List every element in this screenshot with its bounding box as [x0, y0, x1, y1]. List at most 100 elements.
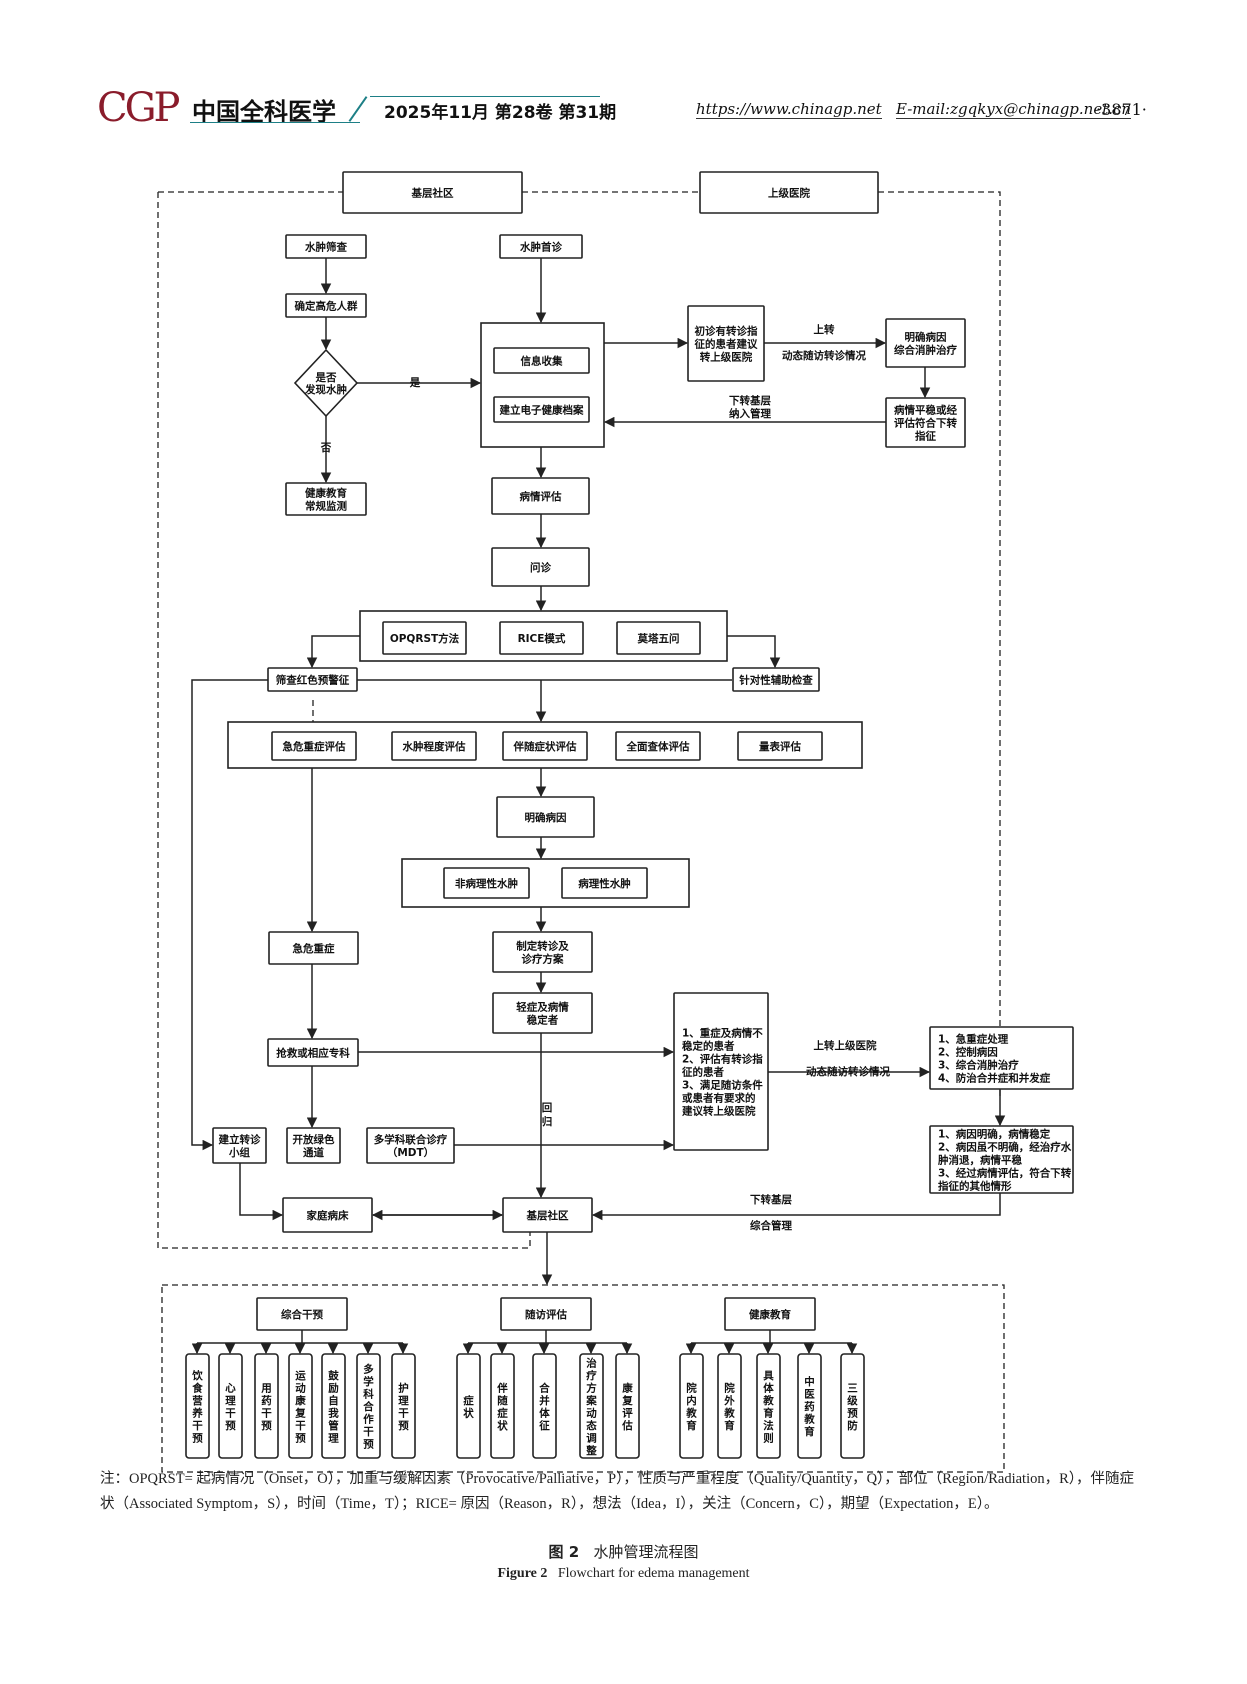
label-n_mingque2: 明确病因: [525, 811, 567, 824]
node-vertical-8: 伴随症状: [490, 1353, 515, 1459]
label-n_bingli: 病理性水肿: [578, 877, 631, 890]
node-n_qiangjiu: 抢救或相应专科: [267, 1038, 359, 1067]
dashed-hospital-region: [878, 191, 1001, 1098]
node-n_liangbiao: 量表评估: [737, 731, 823, 761]
node-n_mingque2: 明确病因: [496, 796, 595, 838]
figure-note: 注：OPQRST= 起病情况（Onset，O），加重与缓解因素（Provocat…: [100, 1471, 1135, 1512]
label-n_xinxi: 信息收集: [521, 355, 563, 368]
vertical-label-2: 用药干预: [260, 1382, 272, 1432]
node-n_xinxi: 信息收集: [493, 347, 590, 374]
node-vertical-3: 运动康复干预: [288, 1353, 313, 1459]
label-e_dongtai1: 动态随访转诊情况: [782, 349, 866, 362]
label-n_mota: 莫塔五问: [637, 632, 680, 645]
node-n_xiaozu: 建立转诊小组: [212, 1127, 267, 1164]
vertical-label-8: 伴随症状: [496, 1381, 508, 1432]
node-n_mota: 莫塔五问: [616, 621, 701, 655]
vertical-label-6: 护理干预: [398, 1381, 409, 1432]
edge-label-e_xiazhuan_jiceng: 下转基层: [729, 394, 771, 407]
vertical-label-7: 症状: [463, 1394, 474, 1420]
label-n_chengdu: 水肿程度评估: [402, 740, 466, 753]
node-vertical-13: 院外教育: [717, 1353, 742, 1459]
label-n_qiangjiu: 抢救或相应专科: [276, 1047, 350, 1060]
vertical-label-0: 饮食营养干预: [191, 1369, 203, 1445]
label-n_mdt: 多学科联合诊疗（MDT）: [374, 1133, 448, 1159]
label-e_shangzhuan: 上转: [814, 323, 835, 336]
label-n_quanmian: 全面查体评估: [626, 740, 690, 753]
node-n_suifang: 随访评估: [500, 1297, 592, 1331]
vertical-label-5: 多学科合作干预: [362, 1363, 374, 1451]
label-n_zhendui: 针对性辅助检查: [738, 674, 813, 687]
label-n_suifang: 随访评估: [525, 1308, 567, 1321]
vertical-label-1: 心理干预: [225, 1382, 236, 1432]
vertical-label-10: 治疗方案动态调整: [585, 1356, 597, 1457]
node-vertical-10: 治疗方案动态调整: [579, 1353, 604, 1459]
label-n_wenzhen: 问诊: [530, 561, 551, 574]
node-vertical-2: 用药干预: [254, 1353, 279, 1459]
node-vertical-6: 护理干预: [391, 1353, 416, 1459]
node-vertical-11: 康复评估: [615, 1353, 640, 1459]
label-n_jiwei: 急危重症评估: [283, 740, 346, 753]
edge-label-e_nayu: 纳入管理: [729, 407, 771, 420]
node-n_jiaoyu: 健康教育: [724, 1297, 816, 1331]
label-e_dongtai2: 动态随访转诊情况: [806, 1065, 890, 1078]
label-e_shangzhuan2: 上转上级医院: [814, 1039, 877, 1052]
node-n_jicheng: 基层社区: [342, 171, 523, 214]
edge-label-e_dongtai1: 动态随访转诊情况: [782, 349, 866, 362]
label-e_zonghe: 综合管理: [750, 1219, 792, 1232]
node-n_lvse: 开放绿色通道: [286, 1127, 341, 1164]
figure-number-cn: 图 2: [548, 1543, 580, 1561]
node-vertical-9: 合并体征: [532, 1353, 557, 1459]
node-n_jiwei2: 急危重症: [268, 931, 359, 965]
node-n_pingwen: 病情平稳或经评估符合下转指征: [885, 397, 966, 448]
label-n_qingzheng: 轻症及病情稳定者: [516, 1001, 569, 1027]
label-n_feibing: 非病理性水肿: [455, 877, 518, 890]
node-n_chuzhen: 初诊有转诊指征的患者建议转上级医院: [687, 305, 765, 382]
email-link[interactable]: E-mail:zgqkyx@chinagp.net.cn: [896, 100, 1132, 119]
vertical-label-16: 三级预防: [847, 1382, 858, 1432]
label-n_shouzhen: 水肿首诊: [519, 241, 562, 254]
node-n_zonghe: 综合干预: [256, 1297, 348, 1331]
figure-number-en: Figure 2: [497, 1566, 548, 1581]
figure-title-en: Flowchart for edema management: [557, 1566, 750, 1581]
vertical-label-9: 合并体征: [538, 1381, 550, 1432]
page-number: ·3871·: [1096, 100, 1147, 119]
node-vertical-7: 症状: [456, 1353, 481, 1459]
node-n_bansui: 伴随症状评估: [502, 731, 588, 761]
label-n_hongse: 筛查红色预警征: [276, 674, 350, 687]
node-vertical-16: 三级预防: [840, 1353, 865, 1459]
label-n_opqrst: OPQRST方法: [390, 632, 460, 645]
node-n_chengdu: 水肿程度评估: [391, 731, 477, 761]
node-n_bingli: 病理性水肿: [561, 867, 648, 899]
label-e_fou: 否: [320, 442, 332, 454]
node-n_qingzheng: 轻症及病情稳定者: [492, 992, 593, 1034]
figure-title-cn: 水肿管理流程图: [593, 1543, 699, 1561]
edge-redflag-team: [191, 679, 268, 1151]
label-n_mingque1: 明确病因综合消肿治疗: [894, 331, 957, 357]
vertical-label-12: 院内教育: [685, 1381, 697, 1432]
label-n_lvse: 开放绿色通道: [293, 1133, 335, 1159]
node-n_shouzhen: 水肿首诊: [499, 234, 583, 259]
label-n_chuzhen: 初诊有转诊指征的患者建议转上级医院: [695, 325, 758, 364]
journal-name: 中国全科医学: [192, 98, 336, 126]
node-n_hongse: 筛查红色预警征: [267, 667, 358, 692]
vertical-label-15: 中医药教育: [803, 1375, 815, 1438]
edge-label-e_shangzhuan2: 上转上级医院: [814, 1039, 877, 1052]
website-link[interactable]: https://www.chinagp.net: [696, 100, 882, 119]
label-n_zhiding: 制定转诊及诊疗方案: [516, 940, 569, 966]
label-e_shi: 是: [409, 377, 421, 389]
header-rule: [190, 122, 360, 123]
journal-logo: CGP: [97, 85, 181, 131]
vertical-label-13: 院外教育: [723, 1381, 735, 1432]
label-n_rice: RICE模式: [518, 632, 566, 645]
node-n_opqrst: OPQRST方法: [382, 621, 467, 655]
vertical-label-11: 康复评估: [621, 1381, 633, 1432]
node-n_quanmian: 全面查体评估: [615, 731, 701, 761]
page-header: CGP 中国全科医学 2025年11月 第28卷 第31期 https://ww…: [0, 86, 1247, 136]
node-n_shifou: 是否发现水肿: [293, 348, 359, 418]
node-n_wenzhen: 问诊: [491, 547, 590, 587]
header-rule-2: [370, 96, 600, 97]
